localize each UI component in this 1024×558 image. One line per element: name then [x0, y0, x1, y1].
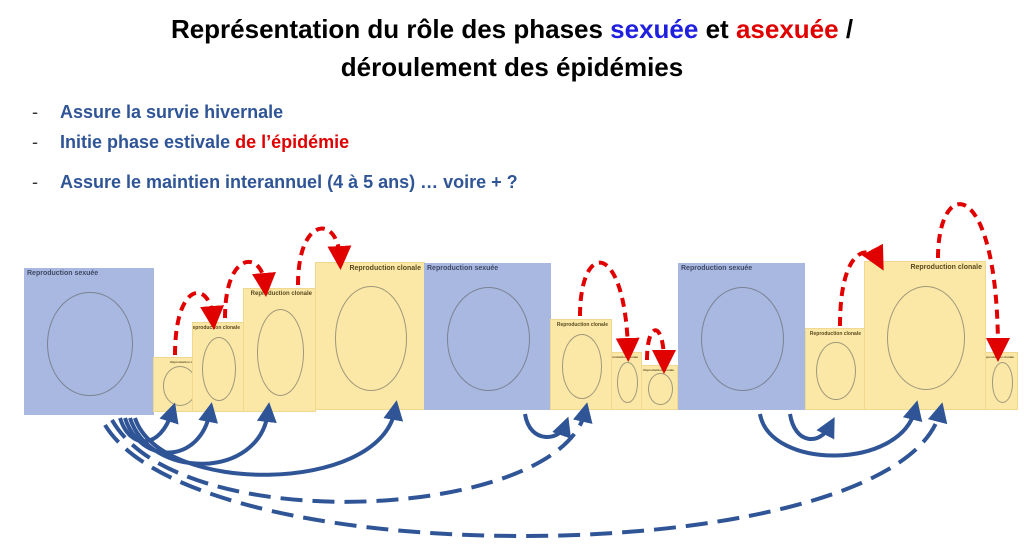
- sexual-cycle-panel: Reproduction sexuée: [424, 263, 551, 410]
- blue-arrow: [758, 400, 923, 458]
- red-arrow: [838, 243, 884, 327]
- blue-dashed-arrow: [103, 402, 948, 539]
- bullet-2: -Initie phase estivale de l’épidémie: [32, 132, 350, 152]
- red-arrow: [578, 260, 640, 362]
- blue-arrow: [788, 413, 835, 441]
- clonal-cycle-panel: Reproduction clonale: [805, 328, 865, 410]
- sexual-cycle-panel: Reproduction sexuée: [24, 268, 154, 415]
- blue-arrow: [128, 402, 277, 466]
- clonal-cycle-panel: Reproduction clonale: [315, 262, 425, 410]
- slide-title-line2: déroulement des épidémies: [340, 52, 684, 82]
- blue-arrow: [133, 400, 404, 477]
- red-arrow: [645, 328, 676, 374]
- bullet-3: -Assure le maintien interannuel (4 à 5 a…: [32, 172, 518, 192]
- red-arrow: [936, 202, 1010, 362]
- clonal-cycle-panel: Reproduction clonale: [550, 319, 612, 410]
- red-arrow: [223, 259, 276, 319]
- sexual-cycle-panel: Reproduction sexuée: [678, 263, 805, 410]
- slide-title-line1: Représentation du rôle des phases sexuée…: [170, 14, 854, 44]
- red-arrow: [173, 291, 225, 356]
- bullet-1: -Assure la survie hivernale: [32, 102, 284, 122]
- red-arrow: [296, 226, 352, 286]
- clonal-cycle-panel: Reproduction clonale: [243, 288, 316, 412]
- blue-arrow: [523, 413, 572, 439]
- blue-dashed-arrow: [110, 402, 593, 504]
- clonal-cycle-panel: Reproduction clonale: [864, 261, 986, 410]
